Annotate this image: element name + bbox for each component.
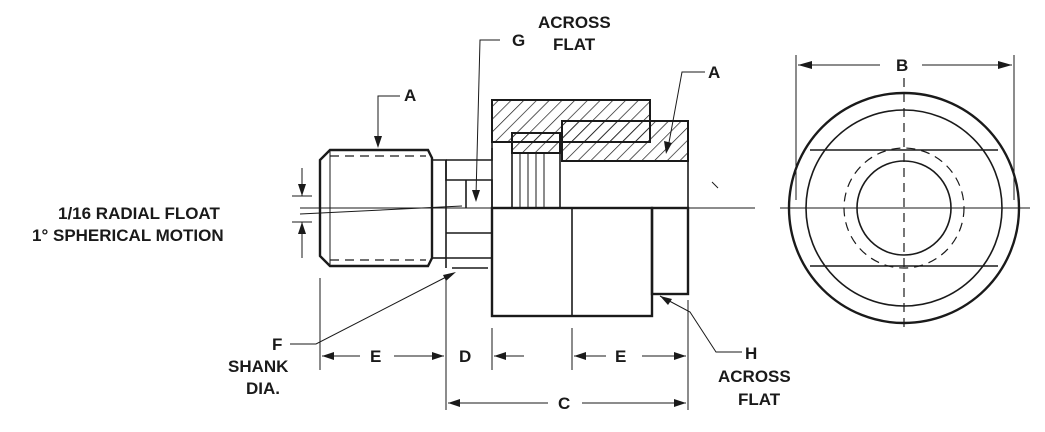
label-h-across: ACROSS bbox=[718, 367, 791, 386]
label-c: C bbox=[558, 394, 570, 413]
label-across-top: ACROSS bbox=[538, 13, 611, 32]
housing-exterior bbox=[490, 206, 690, 318]
dimensions bbox=[290, 39, 1012, 410]
label-h: H bbox=[745, 344, 757, 363]
label-flat-top: FLAT bbox=[553, 35, 596, 54]
side-view bbox=[300, 99, 755, 318]
label-d: D bbox=[459, 347, 471, 366]
label-a-right: A bbox=[708, 63, 720, 82]
label-g: G bbox=[512, 31, 525, 50]
label-radial-float: 1/16 RADIAL FLOAT bbox=[58, 204, 220, 223]
label-e-right: E bbox=[615, 347, 626, 366]
label-b: B bbox=[896, 56, 908, 75]
label-dia: DIA. bbox=[246, 379, 280, 398]
labels: G ACROSS FLAT A A B 1/16 RADIAL FLOAT 1°… bbox=[32, 13, 908, 413]
label-f: F bbox=[272, 335, 282, 354]
label-spherical-motion: 1° SPHERICAL MOTION bbox=[32, 226, 224, 245]
label-a-left: A bbox=[404, 86, 416, 105]
label-e-left: E bbox=[370, 347, 381, 366]
label-h-flat: FLAT bbox=[738, 390, 781, 409]
end-view bbox=[780, 55, 1030, 330]
label-shank: SHANK bbox=[228, 357, 289, 376]
housing-section bbox=[491, 99, 689, 208]
threaded-stud bbox=[318, 148, 434, 268]
